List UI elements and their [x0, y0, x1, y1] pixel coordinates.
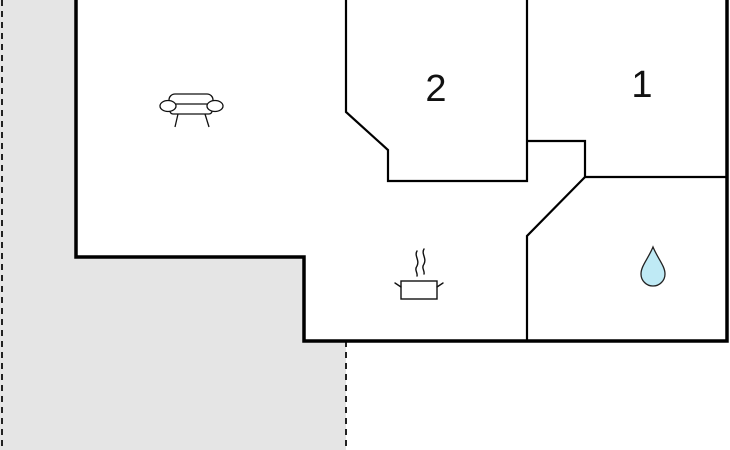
bedroom-1-wall: [527, 139, 727, 179]
outer-wall: [74, 0, 729, 343]
room-label-1: 1: [631, 64, 652, 106]
sofa-icon: [159, 93, 224, 128]
room-label-2: 2: [425, 68, 446, 110]
cooking-pot-icon: [394, 248, 444, 300]
outdoor-area: [0, 0, 346, 450]
water-drop-icon: [640, 245, 666, 287]
bathroom-wall: [525, 176, 586, 341]
bedroom-2-wall: [344, 0, 529, 183]
